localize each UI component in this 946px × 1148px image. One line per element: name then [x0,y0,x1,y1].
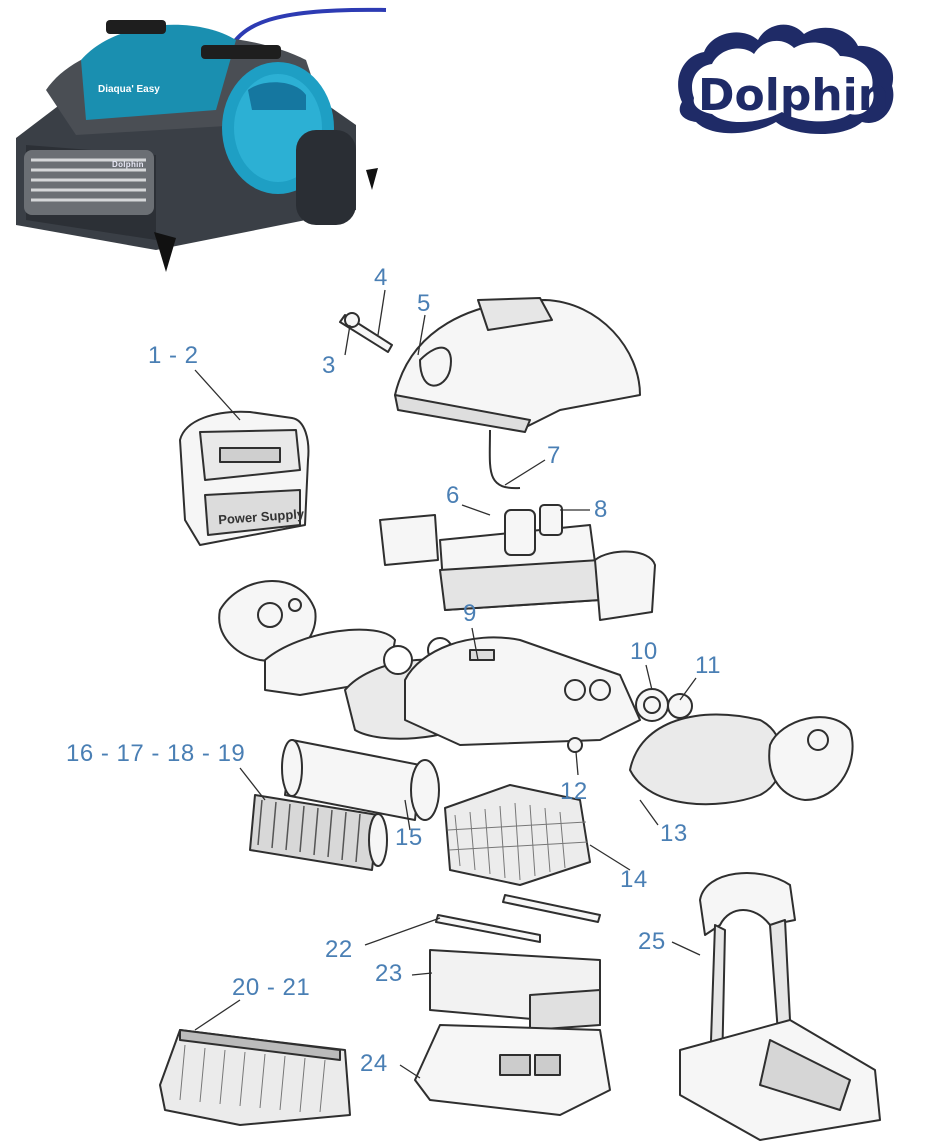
callout-6: 6 [446,482,460,509]
callout-12: 12 [560,778,588,805]
callout-15: 15 [395,824,423,851]
callout-20-21: 20 - 21 [232,974,311,1001]
callout-25: 25 [638,928,666,955]
svg-text:Power Supply: Power Supply [218,506,306,527]
callout-4: 4 [374,264,388,291]
dolphin-logo: Dolphin [678,24,894,135]
svg-text:Diaqua' Easy: Diaqua' Easy [98,84,160,95]
callout-23: 23 [375,960,403,987]
callout-9: 9 [463,600,477,627]
callout-24: 24 [360,1050,388,1077]
callout-8: 8 [594,496,608,523]
callout-3: 3 [322,352,336,379]
callout-22: 22 [325,936,353,963]
callout-1-2: 1 - 2 [148,342,199,369]
svg-text:Dolphin: Dolphin [698,70,889,121]
callout-11: 11 [695,652,721,679]
callout-7: 7 [547,442,561,469]
callout-14: 14 [620,866,648,893]
callout-13: 13 [660,820,688,847]
robot-cleaner-product-image: Diaqua' Easy [16,7,387,272]
power-supply-part: Power Supply [179,410,310,546]
callout-16-19: 16 - 17 - 18 - 19 [66,740,246,767]
robot-badge-logo: Dolphin [112,160,144,169]
callout-10: 10 [630,638,658,665]
callout-5: 5 [417,290,431,317]
